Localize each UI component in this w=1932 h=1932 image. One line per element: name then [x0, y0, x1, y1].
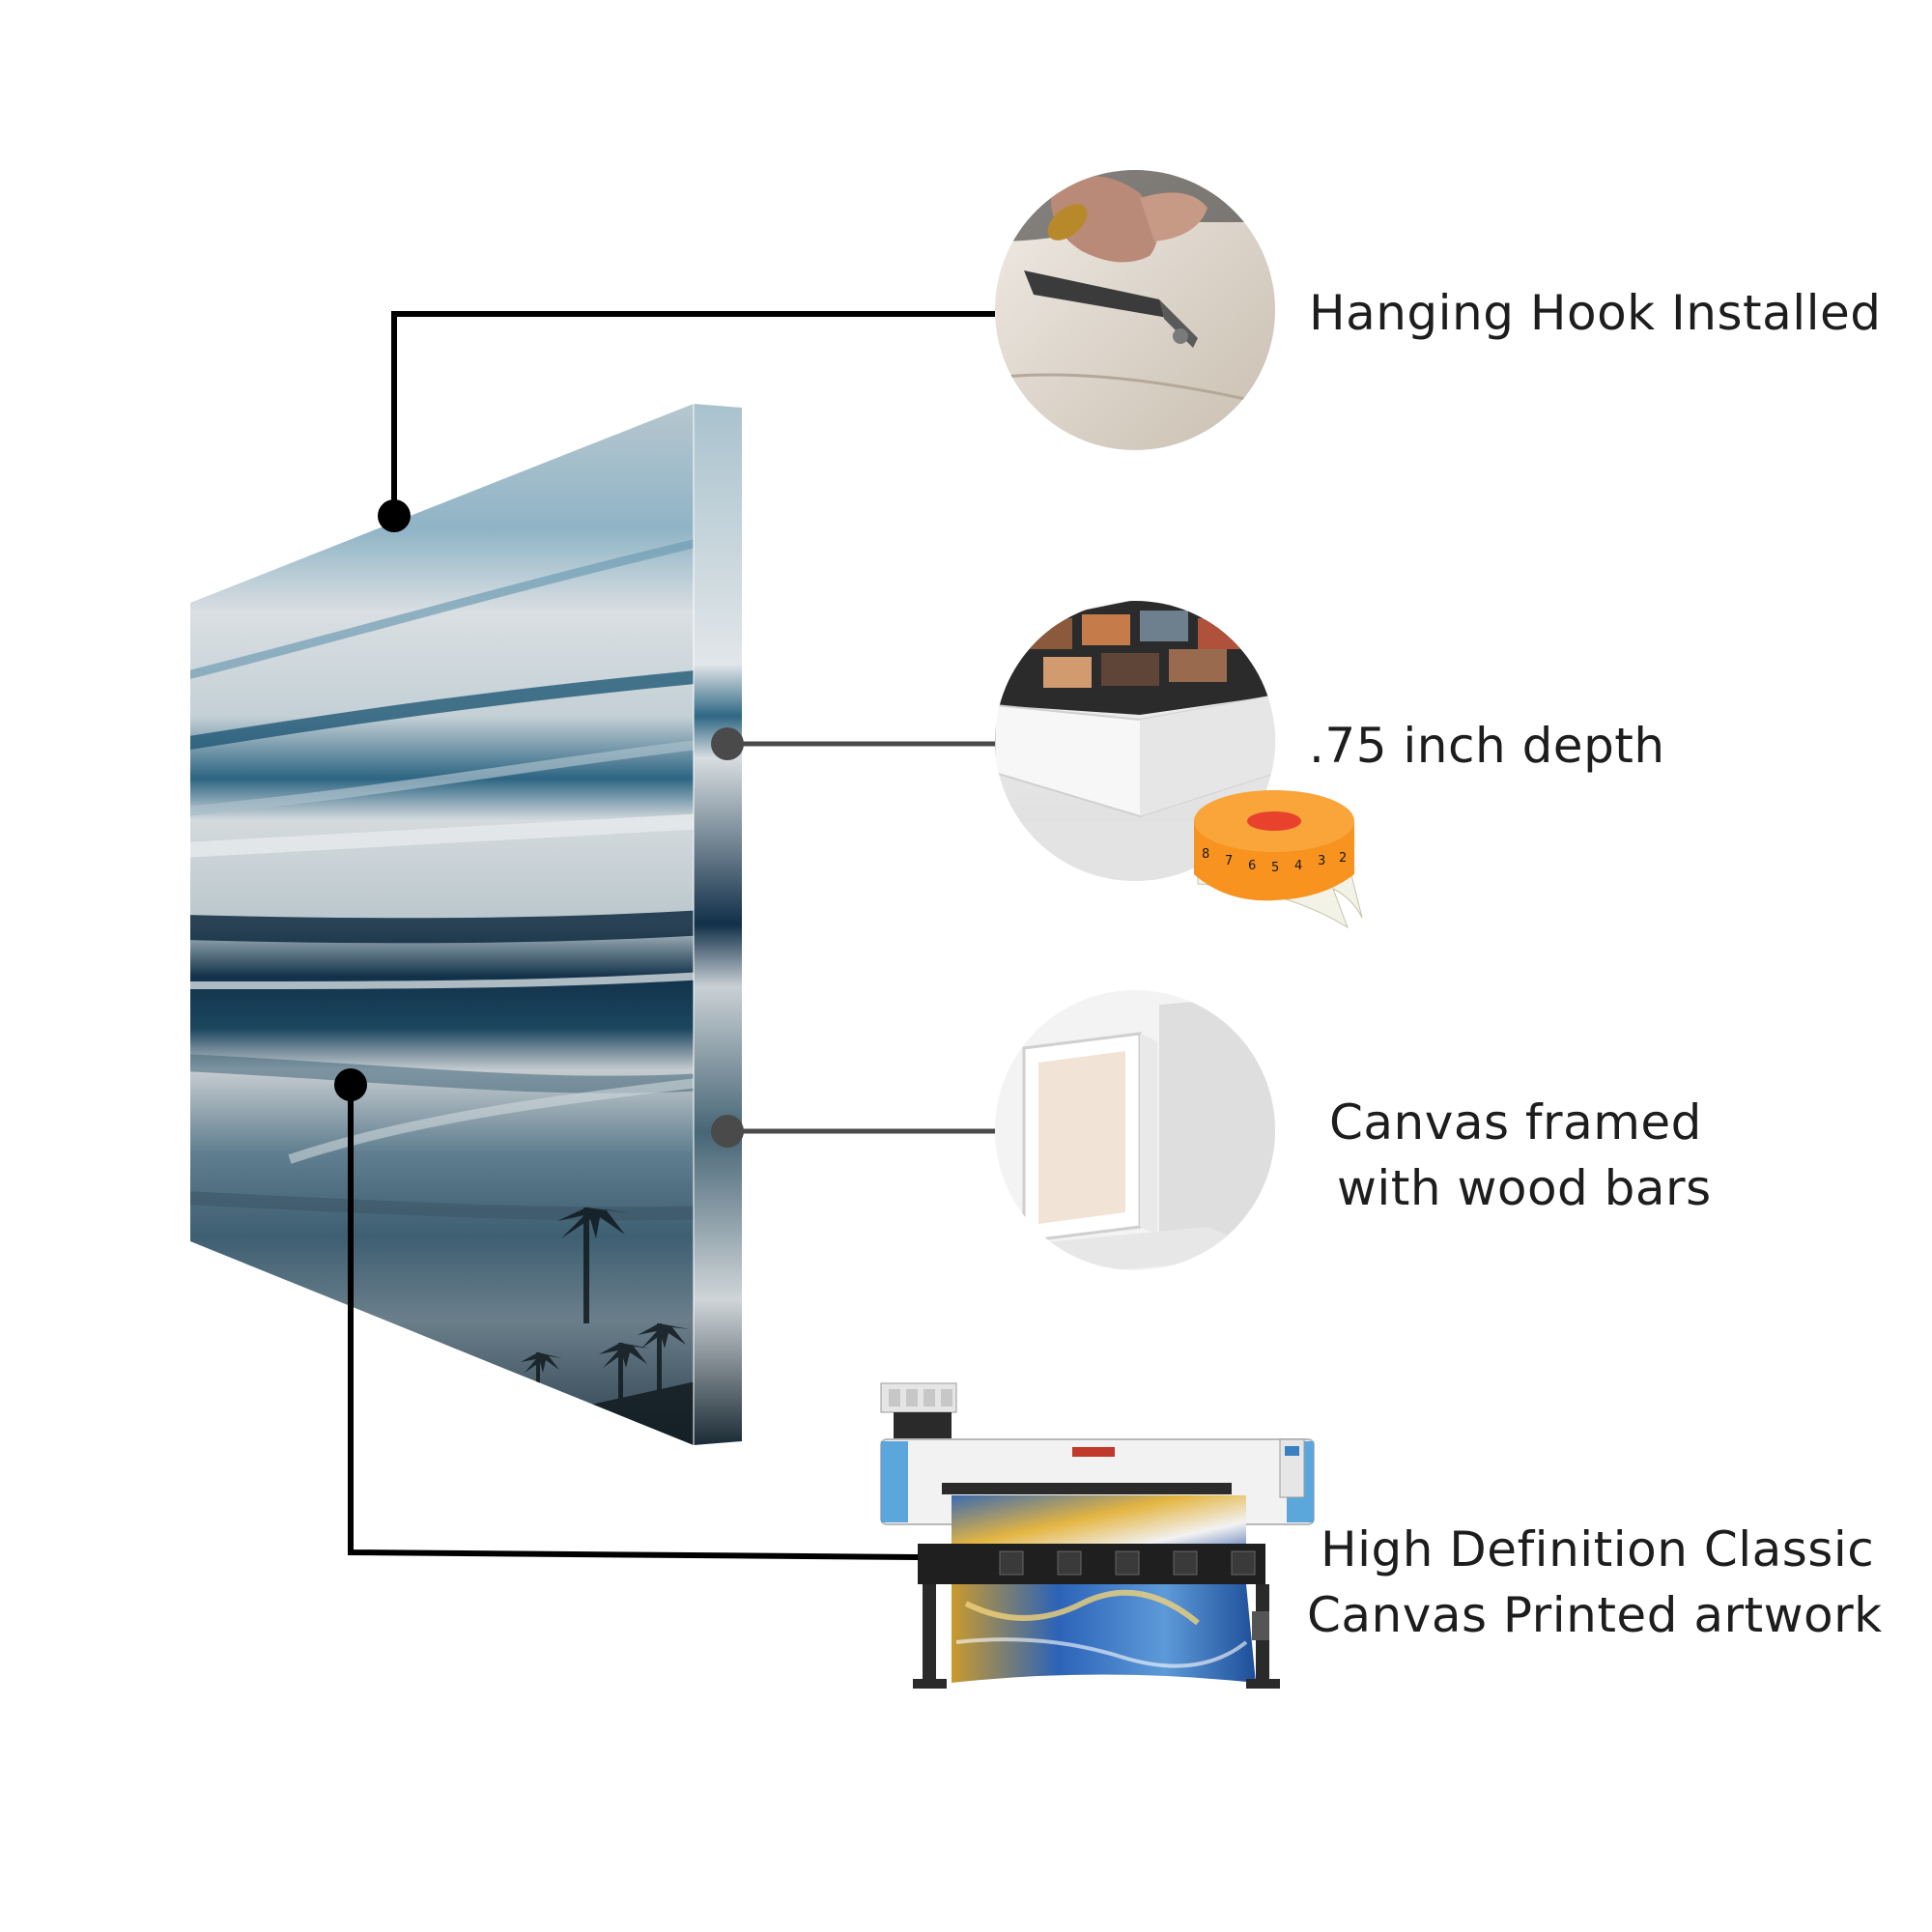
tape-mark: 7	[1225, 854, 1233, 868]
canvas-depth-photo	[995, 601, 1275, 881]
frame-connector	[711, 1115, 995, 1148]
wood-frame-photo	[995, 990, 1275, 1270]
tape-mark: 4	[1294, 859, 1302, 873]
frame-label-line2: with wood bars	[1337, 1160, 1712, 1216]
print-label-line2: Canvas Printed artwork	[1307, 1587, 1883, 1643]
tape-mark: 3	[1318, 854, 1325, 868]
tape-mark: 6	[1248, 859, 1256, 873]
hanging-hook-photo	[995, 170, 1275, 450]
depth-connector	[711, 727, 995, 760]
frame-feature-label: Canvas framed with wood bars	[1329, 1090, 1712, 1221]
tape-mark: 5	[1271, 861, 1279, 875]
print-label-line1: High Definition Classic	[1321, 1521, 1875, 1577]
canvas-print-image	[190, 404, 742, 1445]
hook-connector	[378, 311, 995, 532]
hook-feature-label: Hanging Hook Installed	[1309, 280, 1882, 346]
canvas-side-edge	[694, 404, 742, 1445]
print-connector	[334, 1068, 919, 1560]
depth-feature-label: .75 inch depth	[1309, 713, 1665, 779]
hook-label-text: Hanging Hook Installed	[1309, 285, 1882, 341]
tape-mark: 8	[1202, 847, 1209, 862]
large-format-printer-image	[880, 1382, 1315, 1689]
measuring-tape-icon: 8 7 6 5 4 3 2	[1194, 790, 1363, 929]
tape-mark: 2	[1339, 851, 1347, 866]
print-feature-label: High Definition Classic Canvas Printed a…	[1307, 1517, 1883, 1648]
frame-label-line1: Canvas framed	[1329, 1094, 1702, 1151]
depth-label-text: .75 inch depth	[1309, 718, 1665, 774]
